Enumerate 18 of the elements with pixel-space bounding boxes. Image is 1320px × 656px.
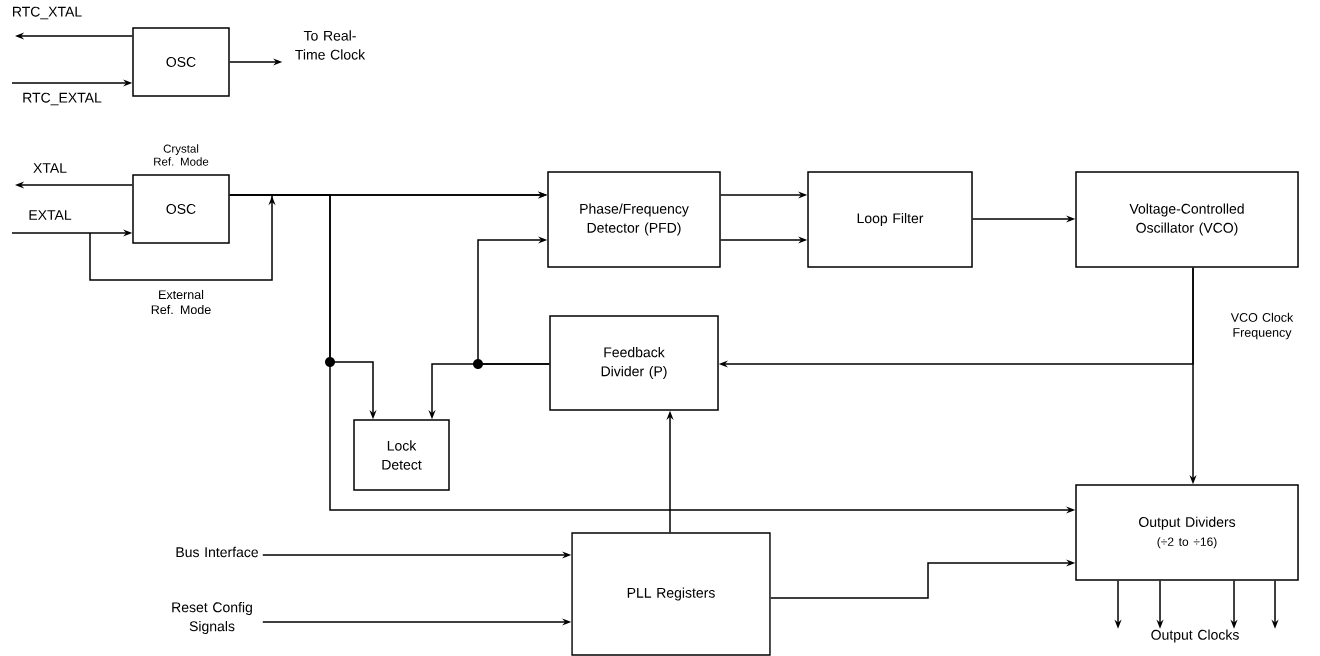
oscillator-box: OSC bbox=[132, 174, 230, 244]
output-label: Output Clocks bbox=[1151, 629, 1239, 643]
oscillator-box: Voltage-Controlled Oscillator (VCO) bbox=[1075, 171, 1299, 268]
output-label: To Real-Time Clock bbox=[295, 30, 366, 60]
edge-label: EXTAL bbox=[29, 210, 72, 220]
edge-label: External Ref. Mode bbox=[151, 289, 211, 315]
input-label: Bus Interface bbox=[176, 546, 258, 558]
oscillator-box: OSC bbox=[132, 27, 230, 97]
mode-label: Crystal Ref. Mode bbox=[154, 144, 209, 166]
edge-label: RTC_XTAL bbox=[13, 6, 82, 20]
filter-box: Loop Filter bbox=[807, 171, 973, 268]
input-label: Reset Config Signals bbox=[172, 602, 252, 635]
edge-label: XTAL bbox=[33, 163, 67, 173]
register-box: PLL Registers bbox=[571, 532, 771, 656]
detector-box: Phase/Frequency Detector (PFD) bbox=[547, 171, 721, 268]
edge-label: VCO Clock Frequency bbox=[1230, 312, 1294, 340]
detector-box: Lock Detect bbox=[353, 419, 450, 491]
edge-label: RTC_EXTAL bbox=[23, 92, 102, 106]
